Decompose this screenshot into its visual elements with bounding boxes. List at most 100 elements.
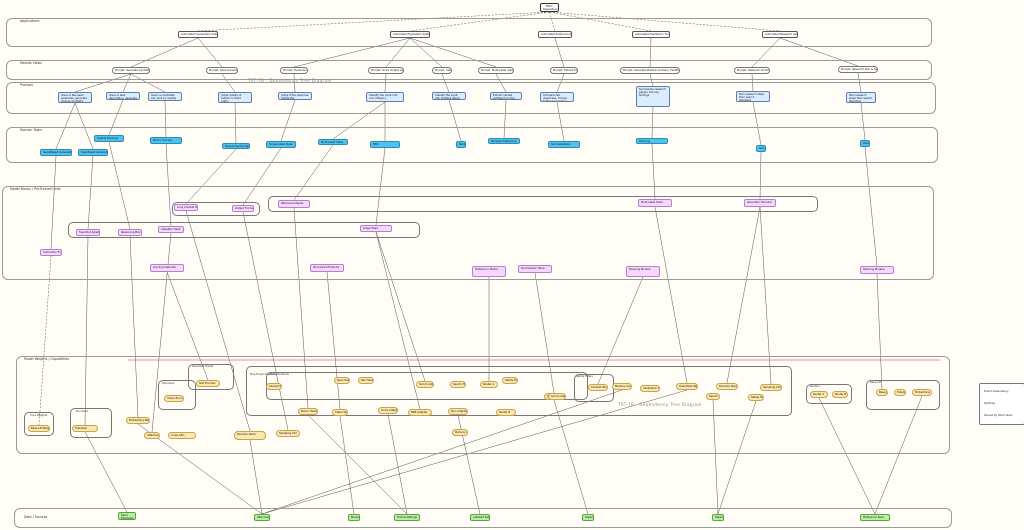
app-data-annotation[interactable]: Automated Data Annotation: [538, 31, 572, 38]
cap-memory-cache[interactable]: Memory Cache: [612, 383, 632, 390]
task-summarization[interactable]: Summarization: [548, 141, 580, 148]
prompt-research-plan-detail[interactable]: Plan research steps then search literatu…: [846, 92, 876, 103]
cap-base-lm[interactable]: Base LM Weights: [28, 425, 50, 432]
data-books[interactable]: Books: [348, 514, 360, 521]
task-planning[interactable]: Planning: [636, 138, 668, 144]
data-labelled-sets[interactable]: Labelled Sets: [470, 514, 490, 521]
view-classify[interactable]: Prompt: Classify: [432, 67, 452, 74]
prompt-seed-generate[interactable]: Given a few seed examples, generate dive…: [58, 92, 92, 103]
block-classifier-head[interactable]: Classifier Head: [158, 226, 184, 233]
cap-base-weights-a[interactable]: Base LM Weights: [876, 389, 888, 396]
cap-context-ext[interactable]: Context Window Ext: [588, 384, 608, 391]
app-evaluation-system[interactable]: Automated Evaluation System (module): [390, 31, 430, 38]
cap-sampling-ctrl[interactable]: Sampling Ctrl: [276, 430, 300, 437]
task-task-generation[interactable]: Task-Based Generation: [78, 149, 108, 156]
block-judge-head[interactable]: Judge Head: [360, 225, 392, 232]
block-generator-decoder[interactable]: Generator Decoder: [744, 199, 776, 207]
prompt-requirement-judge[interactable]: Judge if the response meets the requirem…: [278, 92, 312, 100]
prompt-task-generate[interactable]: Given a task description, generate sampl…: [106, 92, 140, 100]
block-output-formatter[interactable]: Output Formatter: [232, 205, 254, 212]
prompt-rubric-judge[interactable]: Judge quality of output on fixed rubric: [218, 92, 252, 103]
cap-search-tool-b[interactable]: Search Tool: [706, 393, 720, 400]
cap-vision-encoder[interactable]: Vision Encoder: [164, 395, 184, 402]
task-seed-generation[interactable]: Seed-Based Generation: [40, 149, 72, 156]
data-preference-pairs[interactable]: Preference Pairs: [860, 514, 890, 521]
block-preference-model[interactable]: Preference Model: [472, 266, 506, 277]
cap-cross-attn[interactable]: Cross Attn: [168, 432, 196, 439]
cap-base-weights-b[interactable]: Tokenizer: [894, 389, 906, 396]
view-research-plan[interactable]: Prompt: Research Plan & Search: [838, 66, 878, 73]
cap-plan-adapter[interactable]: Plan Adapter: [448, 408, 468, 415]
block-scoring-calibrator[interactable]: Scoring Calibrator: [150, 264, 184, 272]
data-papers[interactable]: Papers: [582, 514, 594, 521]
cap-calibration-set[interactable]: Calibration Set: [640, 385, 660, 392]
task-quality-ranking[interactable]: Quality Ranking: [94, 135, 124, 142]
view-evaluate-quality[interactable]: Prompt: Evaluate Quality: [280, 67, 308, 74]
cap-base-weights-c[interactable]: Embedding Table: [912, 389, 932, 396]
block-summarizer-head[interactable]: Summarizer Head: [518, 265, 552, 273]
view-score-rubric[interactable]: Prompt: Score Output Against Rubric: [368, 67, 404, 74]
block-structured-extractor[interactable]: Structured Extractor: [310, 264, 344, 272]
data-human-ratings[interactable]: Human Ratings: [394, 514, 420, 521]
data-papers-b[interactable]: Papers: [712, 514, 724, 521]
prompt-plan-search[interactable]: Plan research steps then search literatu…: [736, 91, 770, 102]
block-long-context[interactable]: Long Context Reader: [174, 204, 198, 211]
block-planning-module[interactable]: Planning Module: [626, 266, 660, 277]
cap-router-a[interactable]: Router A: [480, 381, 498, 388]
prompt-classify-single[interactable]: Classify the input into one category: [366, 92, 404, 102]
task-multi-label[interactable]: Multi-Label Class.: [318, 139, 348, 145]
prompt-classify-multi[interactable]: Classify the input into multiple labels: [432, 92, 466, 100]
cap-score-adapter[interactable]: Score Adapter: [378, 407, 398, 414]
task-planning-b[interactable]: Planning: [860, 140, 870, 147]
cap-causal-head[interactable]: Causal Head: [266, 383, 282, 390]
task-requirement-judging[interactable]: Requirement Judging: [222, 143, 250, 149]
block-few-shot-adapter[interactable]: Few-Shot Adapter: [76, 229, 100, 236]
task-ner[interactable]: NER: [370, 141, 400, 148]
cap-router-group-b[interactable]: Router B: [832, 391, 848, 398]
cap-summ-adapter-b[interactable]: Summ Adapter: [548, 393, 566, 400]
cap-sampling-ctrl-b[interactable]: Sampling Ctrl: [760, 384, 782, 391]
view-preference-pairs[interactable]: Prompt: Generate Preference Pairs / Feed…: [620, 67, 680, 74]
view-research-summarize[interactable]: Prompt: Research Summarize: [734, 67, 770, 74]
prompt-rank-candidates[interactable]: Given a candidate set, rank by quality: [148, 92, 182, 101]
prompt-extract-entities[interactable]: Extract named entities from the text: [490, 92, 522, 100]
prompt-compare-responses[interactable]: Compare two responses, choose better and…: [540, 92, 574, 102]
cap-decoder-stack[interactable]: Decoder Stack: [234, 431, 266, 440]
cap-router-b[interactable]: Router B: [496, 409, 516, 416]
block-retrieval-adapter[interactable]: Retrieval Adapter: [278, 200, 310, 208]
cap-memory-b[interactable]: Memory Cache: [452, 429, 468, 436]
view-multi-label[interactable]: Prompt: Multi-Label Classify: [478, 67, 514, 74]
prompt-summarize-papers[interactable]: Summarize research papers into key findi…: [636, 86, 670, 107]
cap-rubric-head[interactable]: Rubric Head: [298, 408, 318, 415]
cap-attention-stack[interactable]: Attention Stack: [144, 432, 160, 439]
cap-ner-adapter[interactable]: NER Adapter: [408, 409, 432, 416]
task-single-label[interactable]: Single-Label Class.: [266, 141, 296, 148]
app-generation-suite[interactable]: Automated Generation Suite (module): [178, 31, 218, 38]
cap-summ-adapter[interactable]: Summ Adapter: [416, 381, 434, 388]
cap-embedding-table[interactable]: Embedding Table: [126, 417, 150, 424]
cap-span-head[interactable]: Span Head: [334, 377, 350, 384]
task-summarization-b[interactable]: Summarization: [756, 145, 766, 152]
app-research-assistant[interactable]: Automated Research Assistant: [762, 31, 798, 38]
block-planning-module-b[interactable]: Planning Module: [860, 266, 894, 274]
data-web-crawl[interactable]: Web Crawl: [254, 514, 270, 521]
view-rank-generated[interactable]: Prompt: Rank Generated Data: [206, 67, 238, 74]
cap-decoder-stack-b[interactable]: Decoder Stack: [716, 383, 738, 390]
cap-safety-filter[interactable]: Safety Filter: [502, 377, 518, 384]
cap-pair-head[interactable]: Pair Head: [358, 377, 374, 384]
app-feedback-service[interactable]: Automated Feedback / Tuning Service: [632, 31, 670, 38]
cap-router-group-a[interactable]: Router A: [810, 391, 828, 398]
cap-tokenizer[interactable]: Tokenizer: [72, 425, 98, 432]
cap-search-tool[interactable]: Search Tool: [450, 381, 466, 388]
cap-text-encoder[interactable]: Text Encoder: [196, 380, 220, 387]
task-rubric-scoring[interactable]: Rubric Scoring: [150, 137, 182, 144]
data-seed-corpus[interactable]: Seed Examples Corpus: [118, 512, 136, 520]
cap-safety-b[interactable]: Safety Filter: [748, 394, 764, 401]
block-multi-label-head[interactable]: Multi-Label Head: [638, 199, 672, 207]
view-generate-synthetic[interactable]: Prompt: Generate Synthetic Data V1: [112, 67, 150, 74]
block-reasoning[interactable]: Reasoning Block: [118, 229, 142, 236]
cap-quantized-weights[interactable]: Quantized Weights: [676, 383, 698, 390]
view-extract-entities[interactable]: Prompt: Extract Entities: [550, 67, 578, 74]
task-pairwise[interactable]: Pairwise Preference: [456, 141, 466, 148]
task-pairwise-detail[interactable]: Pairwise Preference: [488, 138, 520, 144]
